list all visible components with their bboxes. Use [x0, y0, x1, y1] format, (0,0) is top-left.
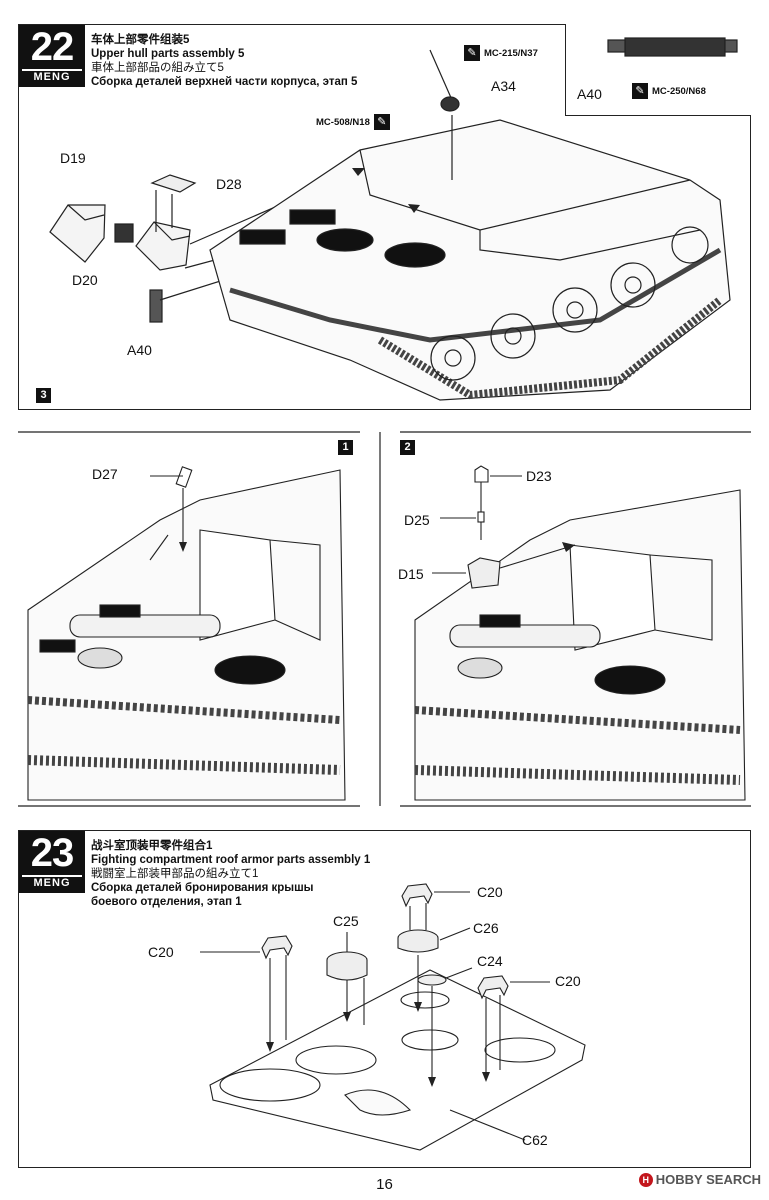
cement-mc508: MC-508/N18 ✎: [316, 113, 394, 131]
cement-brush-icon: ✎: [632, 83, 648, 99]
label-c20-top: C20: [477, 884, 503, 900]
label-a40-inset: A40: [577, 86, 602, 102]
label-c20-left: C20: [148, 944, 174, 960]
substep-divider: [18, 431, 751, 807]
label-c24: C24: [477, 953, 503, 969]
step-number: 23: [30, 831, 75, 875]
watermark: H HOBBY SEARCH: [638, 1172, 761, 1187]
label-d19: D19: [60, 150, 86, 166]
hobby-search-logo-icon: H: [638, 1172, 653, 1187]
step-22-title: 车体上部零件组装5 Upper hull parts assembly 5 車体…: [91, 34, 358, 88]
step-23-title: 战斗室顶装甲零件组合1 Fighting compartment roof ar…: [91, 840, 371, 908]
step-22-badge: 22 MENG: [19, 25, 85, 87]
label-c26: C26: [473, 920, 499, 936]
cement-brush-icon: ✎: [464, 45, 480, 61]
label-a34: A34: [491, 78, 516, 94]
label-c20-right: C20: [555, 973, 581, 989]
step-23-badge: 23 MENG: [19, 831, 85, 893]
cement-brush-icon: ✎: [373, 114, 390, 130]
label-c62: C62: [522, 1132, 548, 1148]
substep-1-marker: 1: [338, 440, 353, 455]
page-number: 16: [376, 1176, 393, 1193]
label-d28: D28: [216, 176, 242, 192]
step-number: 22: [30, 25, 75, 69]
label-d25: D25: [404, 512, 430, 528]
substep-3-marker: 3: [36, 388, 51, 403]
label-d20: D20: [72, 272, 98, 288]
label-a40: A40: [127, 342, 152, 358]
label-c25: C25: [333, 913, 359, 929]
label-d27: D27: [92, 466, 118, 482]
cement-mc215: ✎ MC-215/N37: [464, 44, 538, 62]
substep-2-marker: 2: [400, 440, 415, 455]
cement-mc250: ✎ MC-250/N68: [632, 82, 706, 100]
label-d15: D15: [398, 566, 424, 582]
brand-logo: MENG: [22, 69, 82, 87]
substep-1-illustration: [27, 465, 746, 801]
step-22-illustration: [49, 37, 738, 401]
label-d23: D23: [526, 468, 552, 484]
brand-logo: MENG: [22, 875, 82, 893]
